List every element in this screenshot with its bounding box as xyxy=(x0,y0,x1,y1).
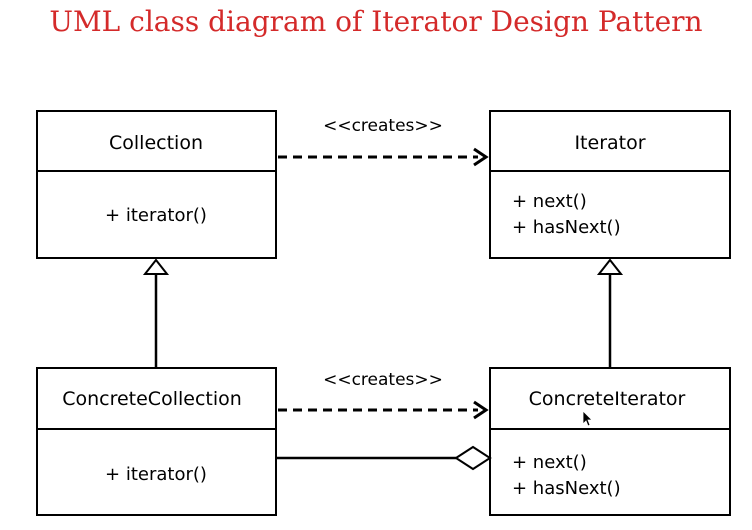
class-name: Collection xyxy=(109,132,203,154)
class-iterator: Iterator + next() + hasNext() xyxy=(489,110,731,259)
open-arrow-icon xyxy=(473,147,489,167)
class-box xyxy=(36,110,277,259)
class-concrete-collection: ConcreteCollection + iterator() xyxy=(36,367,277,516)
generalization-collection xyxy=(142,258,170,368)
class-concrete-iterator: ConcreteIterator + next() + hasNext() xyxy=(489,367,731,516)
hollow-triangle-icon xyxy=(142,258,170,275)
class-method: + iterator() xyxy=(105,205,207,226)
class-name: ConcreteIterator xyxy=(529,388,686,410)
generalization-iterator xyxy=(596,258,624,368)
diagram-title: UML class diagram of Iterator Design Pat… xyxy=(49,5,703,38)
dependency-top-creates: <<creates>> xyxy=(278,116,489,167)
stereotype-label: <<creates>> xyxy=(323,116,443,136)
open-arrow-icon xyxy=(473,400,489,420)
class-name: ConcreteCollection xyxy=(62,388,242,410)
class-method: + hasNext() xyxy=(512,478,621,499)
stereotype-label: <<creates>> xyxy=(323,370,443,390)
hollow-triangle-icon xyxy=(596,258,624,275)
mouse-pointer-icon xyxy=(582,410,593,427)
hollow-diamond-icon xyxy=(454,445,492,471)
class-collection: Collection + iterator() xyxy=(36,110,277,259)
class-method: + next() xyxy=(512,452,587,473)
class-method: + hasNext() xyxy=(512,217,621,238)
class-box xyxy=(489,110,731,259)
class-name: Iterator xyxy=(574,132,645,154)
dependency-bottom-creates: <<creates>> xyxy=(278,370,489,420)
class-method: + next() xyxy=(512,191,587,212)
aggregation-link xyxy=(276,445,492,471)
class-method: + iterator() xyxy=(105,464,207,485)
